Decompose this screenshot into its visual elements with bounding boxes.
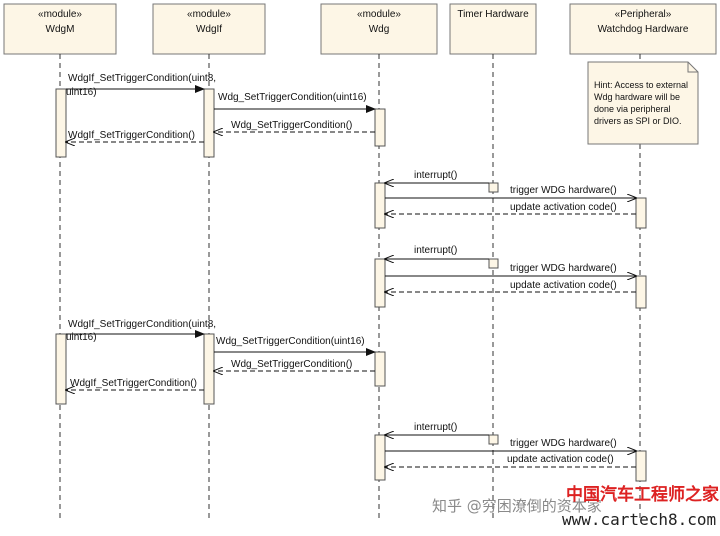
lifeline-header-wdgif: «module» WdgIf [152, 3, 266, 55]
message-label: uint16) [66, 332, 97, 343]
message-label: WdgIf_SetTriggerCondition(uint8, [68, 319, 216, 330]
lifeline-header-watchdog-hardware: «Peripheral» Watchdog Hardware [569, 3, 717, 55]
message-label: update activation code() [510, 280, 617, 291]
activation-wdgif [203, 333, 215, 405]
message-label: Wdg_SetTriggerCondition() [231, 120, 352, 131]
activation-timer [488, 182, 499, 193]
message-label: interrupt() [414, 245, 457, 256]
message-label: trigger WDG hardware() [510, 263, 617, 274]
activation-wdg [374, 434, 386, 481]
note-line: done via peripheral [594, 104, 671, 114]
activation-watchdog [635, 450, 647, 482]
lifeline-name: Timer Hardware [457, 9, 529, 20]
activation-wdg [374, 108, 386, 147]
message-label: update activation code() [507, 454, 614, 465]
activation-wdg [374, 182, 386, 229]
activation-timer [488, 258, 499, 269]
message-label: update activation code() [510, 202, 617, 213]
watermark: 知乎 @穷困潦倒的资本家 中国汽车工程师之家 www.cartech8.com [432, 484, 719, 529]
activation-watchdog [635, 275, 647, 309]
note-line: drivers as SPI or DIO. [594, 116, 682, 126]
hint-note: Hint: Access to external Wdg hardware wi… [587, 61, 699, 145]
lifeline-name: Watchdog Hardware [598, 24, 689, 35]
message-label: WdgIf_SetTriggerCondition() [68, 130, 195, 141]
lifeline-header-timer-hardware: Timer Hardware [449, 3, 537, 55]
message-group-3: interrupt() trigger WDG hardware() updat… [385, 245, 636, 292]
message-label: Wdg_SetTriggerCondition(uint16) [218, 92, 367, 103]
activation-timer [488, 434, 499, 445]
lifeline-name: Wdg [369, 24, 390, 35]
stereotype-label: «module» [38, 9, 82, 20]
message-label: Wdg_SetTriggerCondition(uint16) [216, 336, 365, 347]
message-group-2: interrupt() trigger WDG hardware() updat… [385, 170, 636, 214]
stereotype-label: «module» [187, 9, 231, 20]
message-label: uint16) [66, 87, 97, 98]
message-group-1: WdgIf_SetTriggerCondition(uint8, uint16)… [66, 73, 376, 142]
stereotype-label: «module» [357, 9, 401, 20]
activation-wdg [374, 258, 386, 308]
message-label: WdgIf_SetTriggerCondition(uint8, [68, 73, 216, 84]
message-label: trigger WDG hardware() [510, 438, 617, 449]
activation-wdgm [55, 88, 67, 158]
watermark-zhihu: 知乎 @穷困潦倒的资本家 [432, 497, 602, 515]
lifeline-name: WdgIf [196, 24, 222, 35]
note-line: Wdg hardware will be [594, 92, 680, 102]
lifeline-name: WdgM [46, 24, 75, 35]
watermark-url: www.cartech8.com [562, 510, 716, 529]
message-label: interrupt() [414, 422, 457, 433]
message-group-4: WdgIf_SetTriggerCondition(uint8, uint16)… [66, 319, 376, 390]
activation-wdgm [55, 333, 67, 405]
activation-wdgif [203, 88, 215, 158]
activation-watchdog [635, 197, 647, 229]
watermark-brand: 中国汽车工程师之家 [566, 484, 719, 505]
activation-bars [55, 88, 647, 482]
message-label: Wdg_SetTriggerCondition() [231, 359, 352, 370]
lifeline-header-wdg: «module» Wdg [320, 3, 438, 55]
message-label: WdgIf_SetTriggerCondition() [70, 378, 197, 389]
lifeline-header-wdgm: «module» WdgM [3, 3, 117, 55]
note-line: Hint: Access to external [594, 80, 688, 90]
message-label: trigger WDG hardware() [510, 185, 617, 196]
message-group-5: interrupt() trigger WDG hardware() updat… [385, 422, 636, 467]
stereotype-label: «Peripheral» [615, 9, 672, 20]
message-label: interrupt() [414, 170, 457, 181]
activation-wdg [374, 351, 386, 387]
